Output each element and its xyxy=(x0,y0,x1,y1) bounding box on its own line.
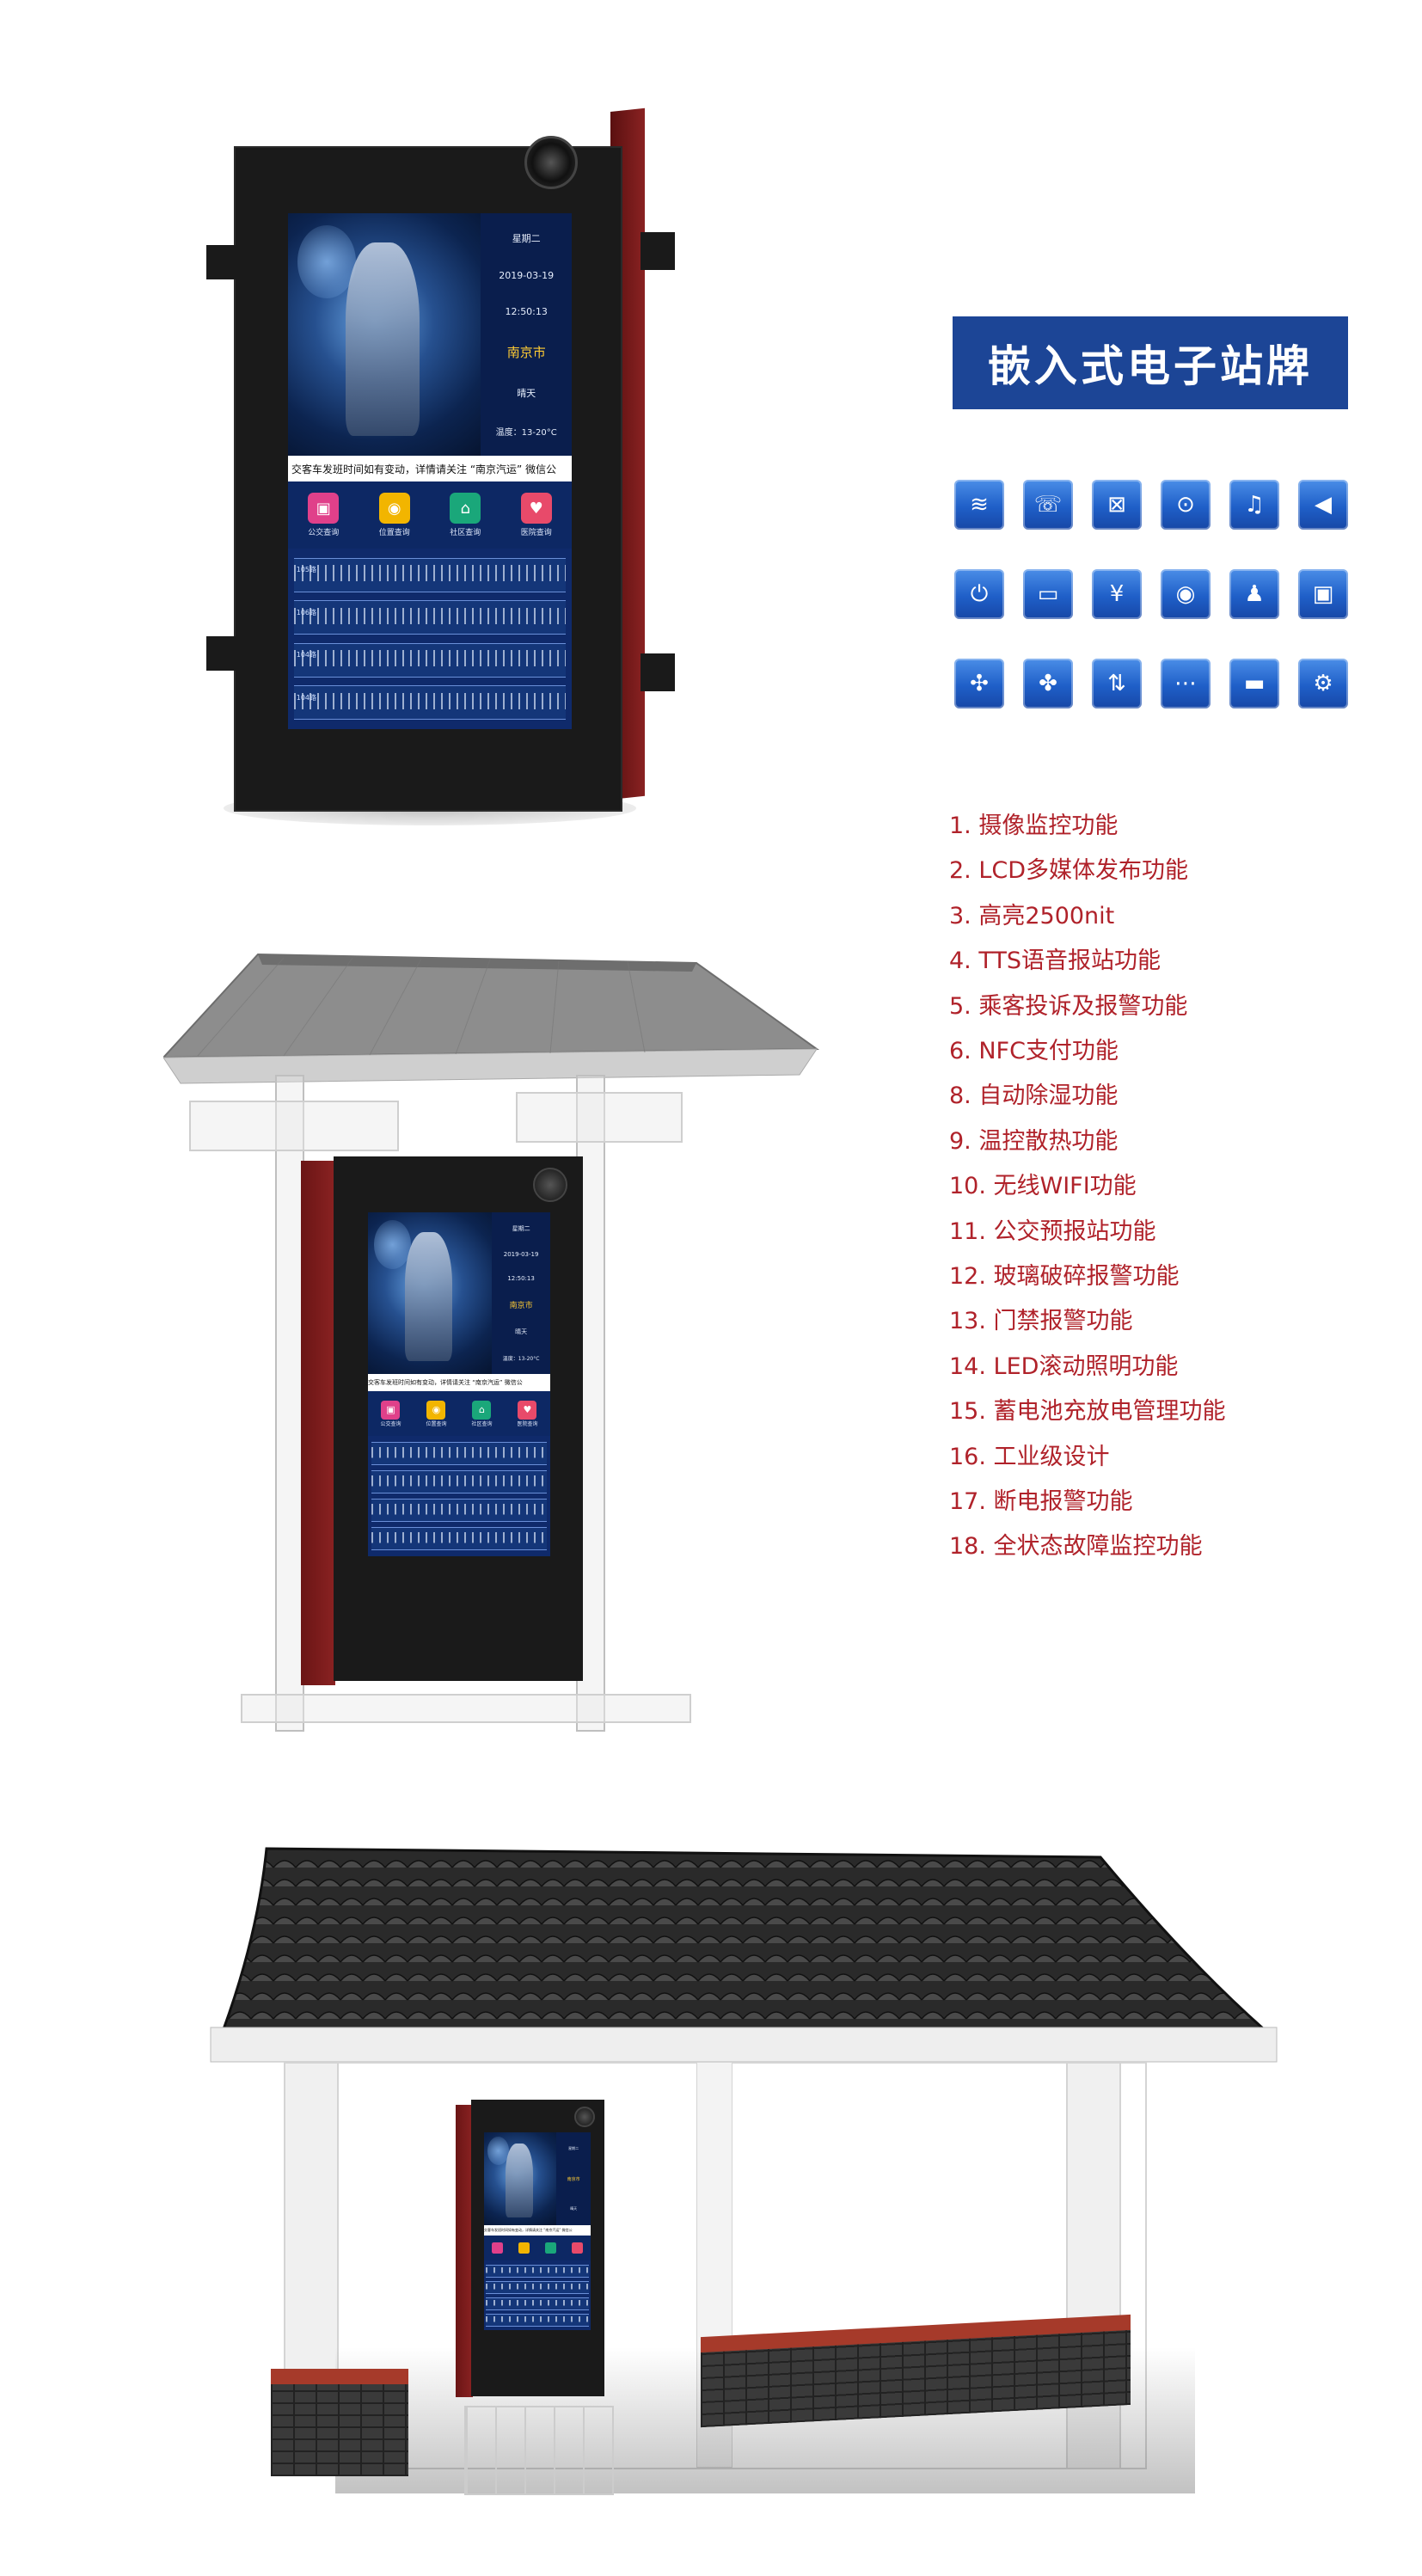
feature-item: 14. LED滚动照明功能 xyxy=(949,1352,1179,1380)
shelter-product-3: 星期二 南京市 晴天 交客车发班时间如有变动，详情请关注 “南京汽运” 微信公 xyxy=(206,1831,1281,2502)
hospital-icon: ♥ xyxy=(520,493,552,524)
camera-lens-icon xyxy=(533,1168,567,1202)
hospital-icon xyxy=(572,2242,583,2254)
feature-item: 18. 全状态故障监控功能 xyxy=(949,1533,1203,1561)
route-row xyxy=(371,1527,547,1550)
screen-weather: 晴天 xyxy=(517,387,536,399)
location-icon xyxy=(518,2242,530,2254)
route-row xyxy=(486,2313,589,2327)
feature-item: 15. 蓄电池充放电管理功能 xyxy=(949,1398,1226,1426)
screen-city: 南京市 xyxy=(506,344,546,360)
community-icon: ⌂ xyxy=(450,493,481,524)
feature-item: 13. 门禁报警功能 xyxy=(949,1308,1133,1335)
display-panel-icon: ▭ xyxy=(1023,569,1073,619)
feature-item: 11. 公交预报站功能 xyxy=(949,1217,1156,1245)
fan-icon: ✣ xyxy=(954,659,1004,708)
app-hospital-query[interactable]: ♥医院查询 xyxy=(520,493,552,537)
battery-icon: ▬ xyxy=(1229,659,1279,708)
feature-item: 5. 乘客投诉及报警功能 xyxy=(949,992,1188,1020)
led-strip-icon: ⋯ xyxy=(1161,659,1211,708)
screen-close-icon: ⊠ xyxy=(1092,480,1142,530)
app-bus-query[interactable]: ▣公交查询 xyxy=(308,493,339,537)
screen-weekday: 星期二 xyxy=(512,233,541,245)
route-row: 105路 xyxy=(293,557,567,592)
cabinet-display-1: 星期二 2019-03-19 12:50:13 南京市 晴天 温度：13-20°… xyxy=(288,213,572,729)
yuan-payment-icon: ¥ xyxy=(1092,569,1142,619)
location-pin-icon: ⊙ xyxy=(1161,480,1211,530)
feature-item: 17. 断电报警功能 xyxy=(949,1488,1133,1515)
community-icon: ⌂ xyxy=(472,1400,492,1420)
phone-call-icon: ☏ xyxy=(1023,480,1073,530)
speaker-icon: ◀ xyxy=(1298,480,1348,530)
route-row xyxy=(486,2297,589,2310)
route-row xyxy=(486,2280,589,2294)
feature-item: 16. 工业级设计 xyxy=(949,1443,1110,1470)
location-icon: ◉ xyxy=(426,1400,446,1420)
cabinet-display-2: 星期二 2019-03-19 12:50:13 南京市 晴天 温度：13-20°… xyxy=(368,1212,550,1556)
camera-lens-icon xyxy=(524,136,578,189)
gears-icon: ⚙ xyxy=(1298,659,1348,708)
feature-item: 2. LCD多媒体发布功能 xyxy=(949,857,1189,885)
product-title: 嵌入式电子站牌 xyxy=(953,316,1348,409)
passenger-icon: ♟ xyxy=(1229,569,1279,619)
feature-item: 4. TTS语音报站功能 xyxy=(949,948,1161,975)
bus-icon: ▣ xyxy=(308,493,340,524)
app-location-query[interactable]: ◉位置查询 xyxy=(378,493,410,537)
feature-item: 8. 自动除湿功能 xyxy=(949,1083,1119,1110)
pavilion-product-2: 星期二 2019-03-19 12:50:13 南京市 晴天 温度：13-20°… xyxy=(163,946,825,1737)
bus-icon: ▣ xyxy=(381,1400,401,1420)
route-row xyxy=(371,1470,547,1493)
screen-ticker: 交客车发班时间如有变动，详情请关注 “南京汽运” 微信公 xyxy=(288,456,572,481)
heat-fan-icon: ✤ xyxy=(1023,659,1073,708)
cabinet-product-1: 星期二 2019-03-19 12:50:13 南京市 晴天 温度：13-20°… xyxy=(172,107,688,843)
bus-icon xyxy=(492,2242,503,2254)
cabinet-display-3: 星期二 南京市 晴天 交客车发班时间如有变动，详情请关注 “南京汽运” 微信公 xyxy=(484,2132,591,2330)
feature-item: 1. 摄像监控功能 xyxy=(949,813,1119,839)
route-row xyxy=(371,1499,547,1522)
route-row xyxy=(371,1442,547,1465)
community-icon xyxy=(545,2242,556,2254)
feature-item: 10. 无线WIFI功能 xyxy=(949,1173,1137,1200)
feature-item: 3. 高亮2500nit xyxy=(949,902,1115,929)
screen-time: 12:50:13 xyxy=(505,306,548,318)
camera-lens-icon xyxy=(574,2107,595,2127)
feature-item: 9. 温控散热功能 xyxy=(949,1127,1119,1155)
wifi-icon: ≋ xyxy=(954,480,1004,530)
route-row: 104路 xyxy=(293,685,567,721)
hospital-icon: ♥ xyxy=(518,1400,537,1420)
screen-temperature: 温度：13-20°C xyxy=(495,427,557,438)
up-down-arrows-icon: ⇅ xyxy=(1092,659,1142,708)
feature-item: 12. 玻璃破碎报警功能 xyxy=(949,1263,1180,1290)
app-community-query[interactable]: ⌂社区查询 xyxy=(450,493,481,537)
location-icon: ◉ xyxy=(378,493,410,524)
screen-date: 2019-03-19 xyxy=(499,270,555,282)
power-icon: ⏻ xyxy=(954,569,1004,619)
route-row: 106路 xyxy=(293,600,567,635)
bell-icon: ♫ xyxy=(1229,480,1279,530)
feature-item: 6. NFC支付功能 xyxy=(949,1038,1119,1064)
route-row xyxy=(486,2264,589,2278)
route-row: 104路 xyxy=(293,642,567,678)
alarm-label-icon: ▣ xyxy=(1298,569,1348,619)
camera-icon: ◉ xyxy=(1161,569,1211,619)
